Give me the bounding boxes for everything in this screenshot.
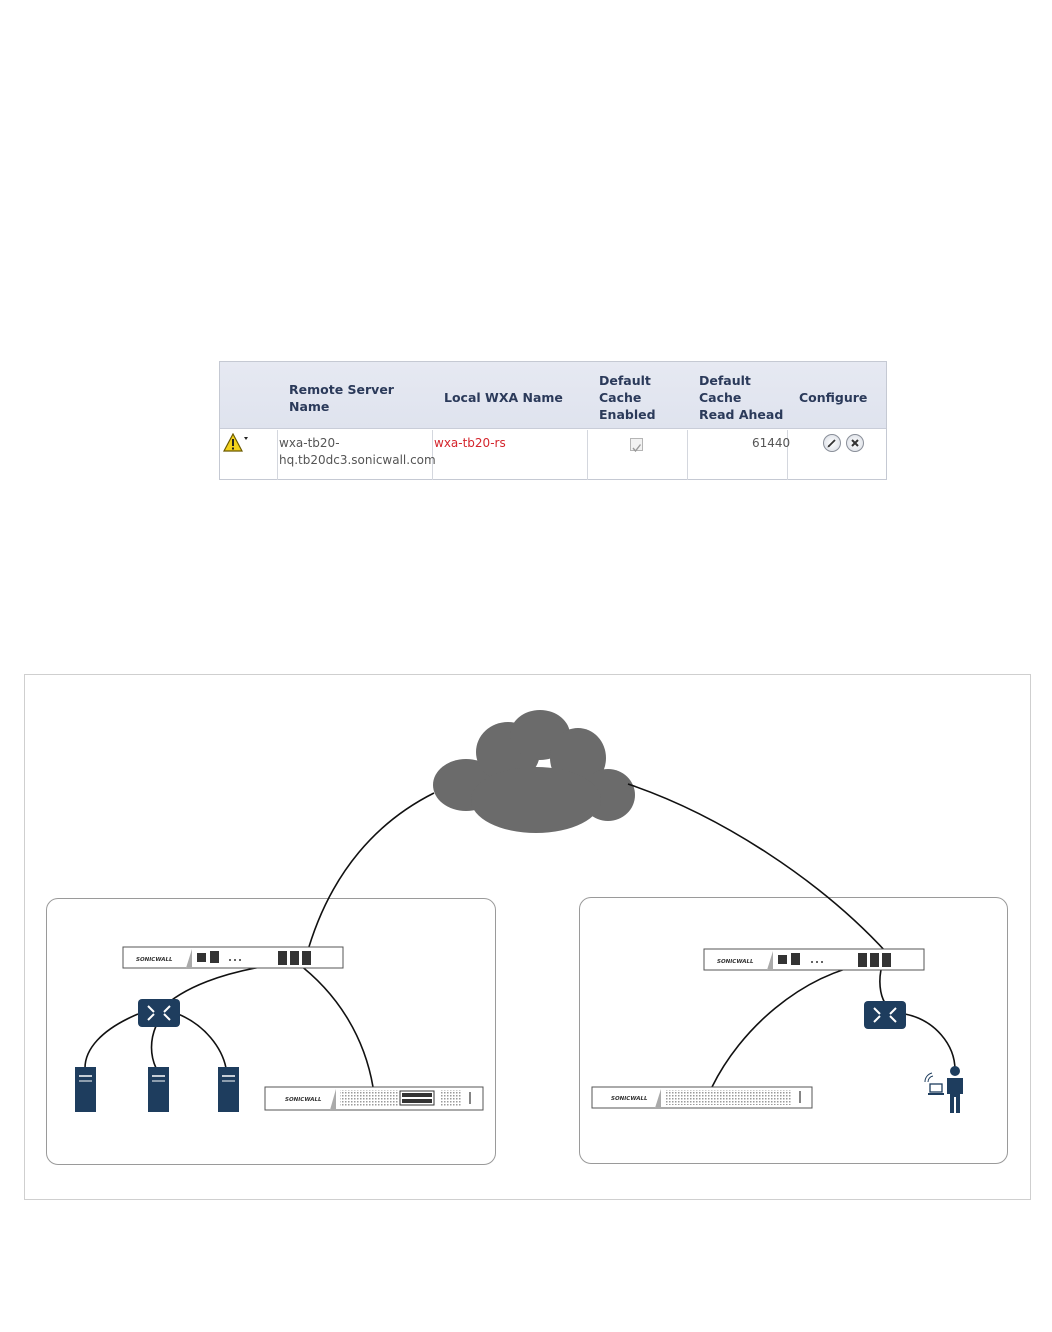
column-divider	[587, 430, 588, 480]
central-site-zone	[46, 898, 496, 1165]
checkmark-icon	[632, 444, 642, 453]
remote-server-name-cell: wxa-tb20- hq.tb20dc3.sonicwall.com	[279, 436, 436, 467]
network-diagram	[24, 674, 1031, 1200]
warning-icon[interactable]	[223, 432, 249, 457]
table-header: Remote Server Name Local WXA Name Defaul…	[220, 362, 886, 429]
column-divider	[687, 430, 688, 480]
device-brand-label: SONICWALL	[285, 1097, 322, 1103]
wireless-user-icon	[924, 1066, 963, 1113]
left-switch-icon	[138, 999, 180, 1027]
server-icon	[75, 1067, 96, 1112]
column-divider	[432, 430, 433, 480]
header-remote-server-name[interactable]: Remote Server Name	[289, 382, 394, 414]
delete-icon[interactable]	[846, 434, 864, 452]
table-row: wxa-tb20- hq.tb20dc3.sonicwall.com wxa-t…	[220, 430, 886, 480]
header-default-cache-read-ahead[interactable]: Default Cache Read Ahead	[699, 373, 784, 422]
local-wxa-name-link[interactable]: wxa-tb20-rs	[434, 436, 506, 450]
server-icon	[218, 1067, 239, 1112]
right-switch-icon	[864, 1001, 906, 1029]
header-local-wxa-name[interactable]: Local WXA Name	[444, 390, 563, 405]
left-firewall-appliance: SONICWALL	[122, 946, 344, 969]
read-ahead-value: 61440	[752, 436, 791, 450]
column-divider	[787, 430, 788, 480]
left-wxa-appliance: SONICWALL	[264, 1086, 484, 1111]
internet-cloud-icon	[433, 710, 635, 833]
remote-server-table: Remote Server Name Local WXA Name Defaul…	[219, 361, 887, 480]
device-brand-label: SONICWALL	[717, 959, 754, 965]
remote-site-zone	[579, 897, 1008, 1164]
header-default-cache-enabled[interactable]: Default Cache Enabled	[599, 373, 656, 422]
edit-icon[interactable]	[823, 434, 841, 452]
column-divider	[277, 430, 278, 480]
device-brand-label: SONICWALL	[611, 1096, 648, 1102]
right-wxa-appliance: SONICWALL	[591, 1086, 813, 1109]
server-icon	[148, 1067, 169, 1112]
header-configure: Configure	[799, 390, 868, 405]
default-cache-enabled-checkbox	[630, 438, 643, 453]
device-brand-label: SONICWALL	[136, 957, 173, 963]
right-firewall-appliance: SONICWALL	[703, 948, 925, 971]
